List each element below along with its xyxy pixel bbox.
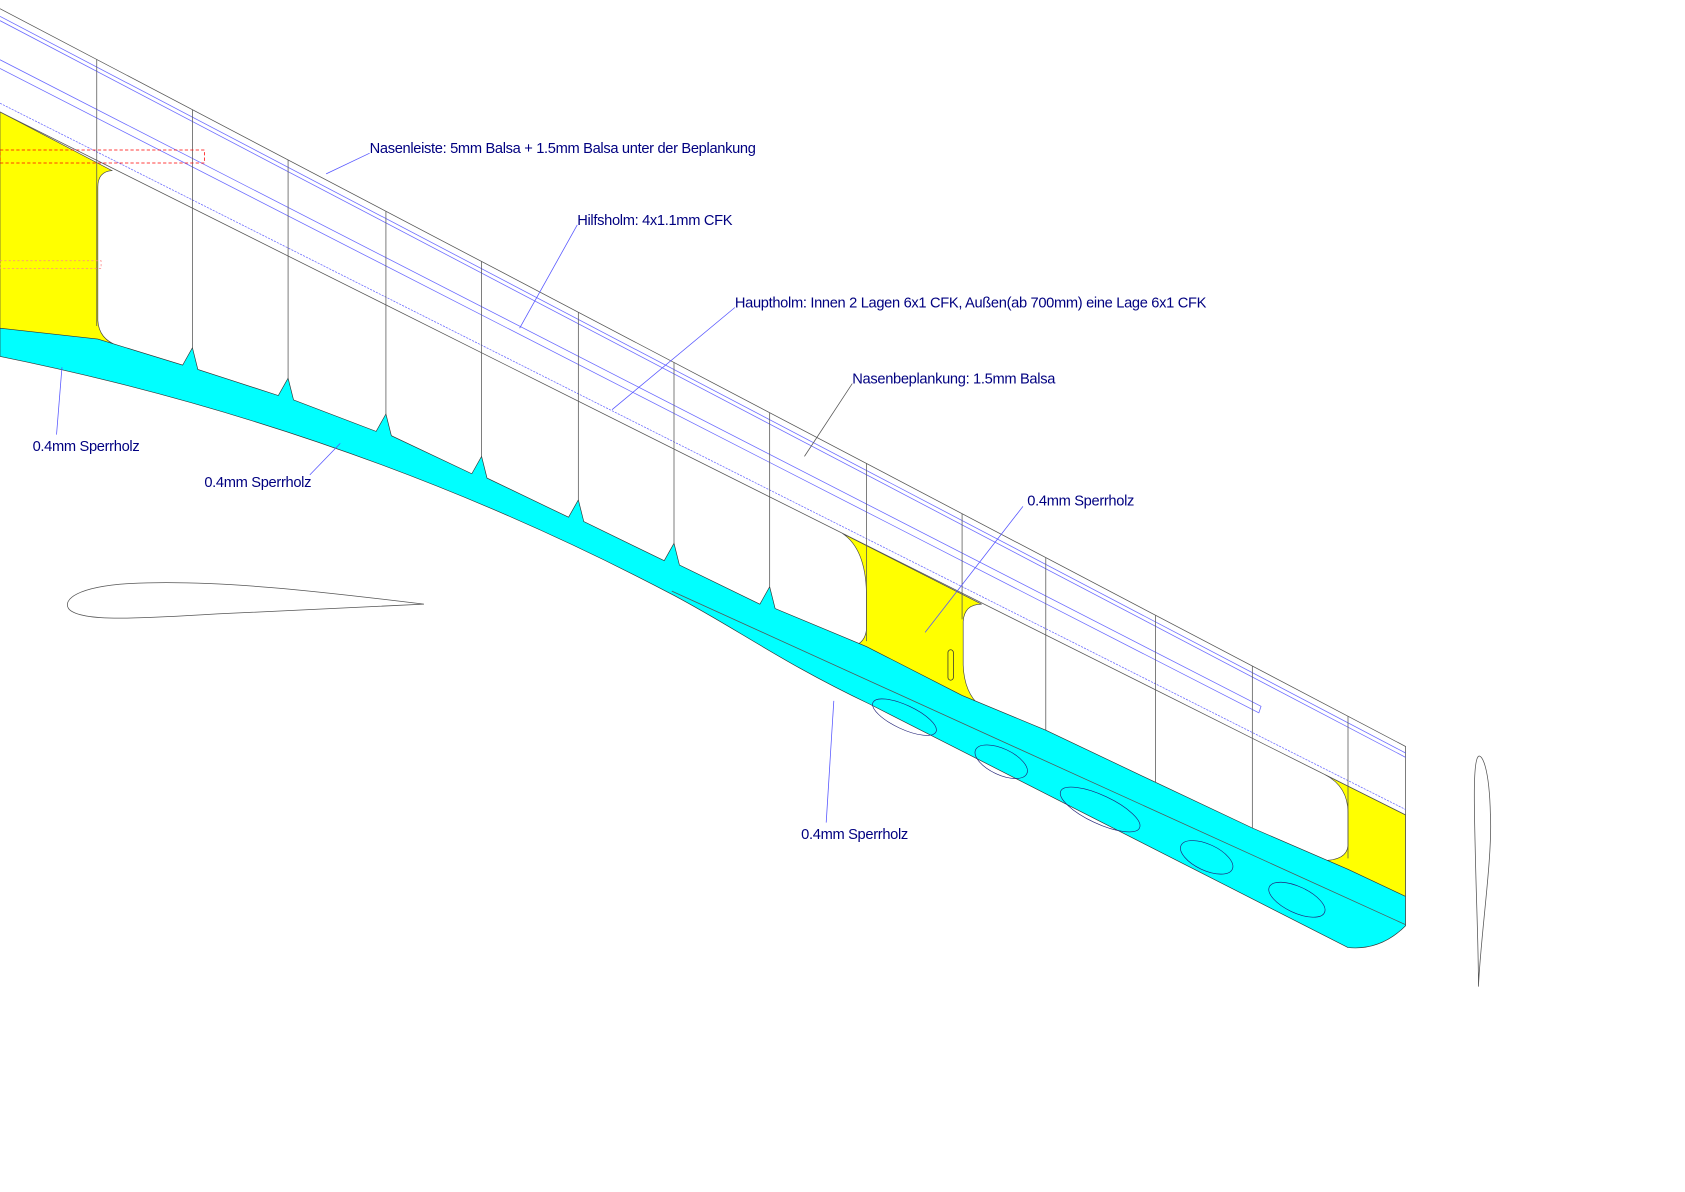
lightening-hole xyxy=(974,744,1028,779)
slot xyxy=(947,649,954,681)
label-sperrholz-bottom: 0.4mm Sperrholz xyxy=(801,827,908,843)
nasenleiste-line-1 xyxy=(0,15,1406,754)
label-hilfsholm: Hilfsholm: 4x1.1mm CFK xyxy=(577,213,732,229)
label-sperrholz-te: 0.4mm Sperrholz xyxy=(204,475,311,491)
leader-nasenleiste xyxy=(325,152,370,175)
sheeting-edge-line xyxy=(0,111,1406,816)
hilfsholm-spar xyxy=(0,59,1262,714)
leading-edge-line xyxy=(0,8,1406,926)
leader-sperrholz-te xyxy=(309,443,341,476)
leader-sperrholz-root xyxy=(56,367,63,435)
label-nasenbeplankung: Nasenbeplankung: 1.5mm Balsa xyxy=(852,372,1056,388)
label-hauptholm: Hauptholm: Innen 2 Lagen 6x1 CFK, Außen(… xyxy=(735,296,1207,312)
root-plywood-web xyxy=(0,111,118,346)
lightening-hole xyxy=(1180,840,1234,875)
nasenleiste-line-2 xyxy=(0,20,1406,758)
leader-sperrholz-mid xyxy=(924,506,1024,633)
hauptholm-spar xyxy=(0,102,1406,810)
lightening-hole xyxy=(1268,881,1326,918)
leader-hilfsholm xyxy=(519,224,578,329)
ribs xyxy=(96,59,1349,859)
label-nasenleiste: Nasenleiste: 5mm Balsa + 1.5mm Balsa unt… xyxy=(370,141,756,157)
label-sperrholz-root: 0.4mm Sperrholz xyxy=(33,439,140,455)
root-airfoil-profile xyxy=(67,582,425,619)
tip-airfoil-profile xyxy=(1473,755,1492,987)
leader-hauptholm xyxy=(611,307,736,410)
trailing-edge-inner-line xyxy=(671,590,1406,926)
label-sperrholz-mid: 0.4mm Sperrholz xyxy=(1027,493,1134,509)
trailing-edge-plywood xyxy=(0,327,1406,949)
leader-sperrholz-bottom xyxy=(825,700,835,823)
lightening-hole xyxy=(872,698,937,736)
marker-rect-2 xyxy=(0,260,102,269)
lightening-hole xyxy=(1059,786,1141,833)
lightening-holes xyxy=(872,698,1326,918)
leader-nasenbeplankung xyxy=(804,383,853,457)
